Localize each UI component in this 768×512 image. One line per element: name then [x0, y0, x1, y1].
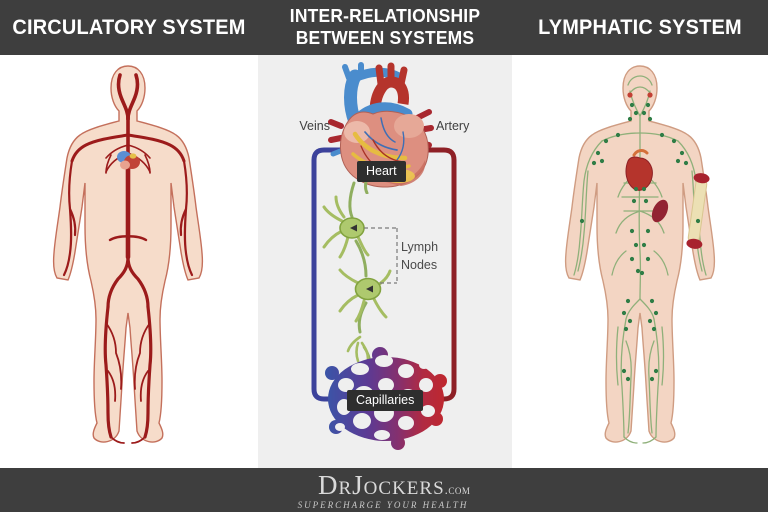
inter-relationship-title-line2: BETWEEN SYSTEMS — [295, 27, 475, 48]
lymph-node-illustration — [322, 195, 370, 259]
circulation-diagram — [311, 147, 457, 450]
lymph-node-illustration — [338, 268, 392, 323]
drjockers-logo: DrJockers.com SUPERCHARGE YOUR HEALTH — [297, 470, 471, 511]
circulatory-system-title: CIRCULATORY SYSTEM — [12, 15, 246, 39]
lymphatic-panel — [512, 55, 768, 468]
inter-relationship-title: INTER-RELATIONSHIP BETWEEN SYSTEMS — [262, 0, 508, 55]
lymph-nodes-label: Lymph Nodes — [401, 240, 439, 273]
lymphatic-system-title: LYMPHATIC SYSTEM — [538, 15, 742, 39]
lymph-node-dots — [579, 102, 701, 382]
inter-relationship-panel: Veins Artery Heart Lymph Nodes Capillari… — [258, 55, 512, 468]
lymph-vessel-network — [573, 75, 707, 444]
lymph-sprig-illustration — [346, 335, 370, 363]
artery-line — [426, 147, 457, 402]
brand-suffix: .com — [444, 482, 471, 497]
header-bar: CIRCULATORY SYSTEM INTER-RELATIONSHIP BE… — [0, 0, 768, 55]
vein-line — [311, 147, 346, 402]
circulatory-body-illustration — [52, 65, 204, 444]
capillaries-label-box: Capillaries — [347, 390, 424, 411]
heart-label-box: Heart — [357, 161, 406, 182]
bone-marrow-icon — [686, 173, 710, 249]
brand-name: DrJockers — [318, 470, 445, 500]
artery-label: Artery — [436, 119, 470, 133]
artery-tree — [62, 73, 194, 444]
veins-label: Veins — [299, 119, 330, 133]
circulatory-panel — [0, 55, 258, 468]
small-heart-icon — [117, 151, 140, 170]
footer-bar: DrJockers.com SUPERCHARGE YOUR HEALTH — [0, 468, 768, 512]
lymph-nodes-callout — [364, 227, 398, 284]
spleen-icon — [651, 199, 669, 223]
inter-relationship-title-line1: INTER-RELATIONSHIP — [289, 6, 481, 27]
lymphatic-body-illustration — [564, 65, 716, 444]
body-heart-icon — [625, 149, 653, 191]
tonsils-icon — [627, 92, 653, 98]
brand-tagline: SUPERCHARGE YOUR HEALTH — [297, 500, 469, 510]
